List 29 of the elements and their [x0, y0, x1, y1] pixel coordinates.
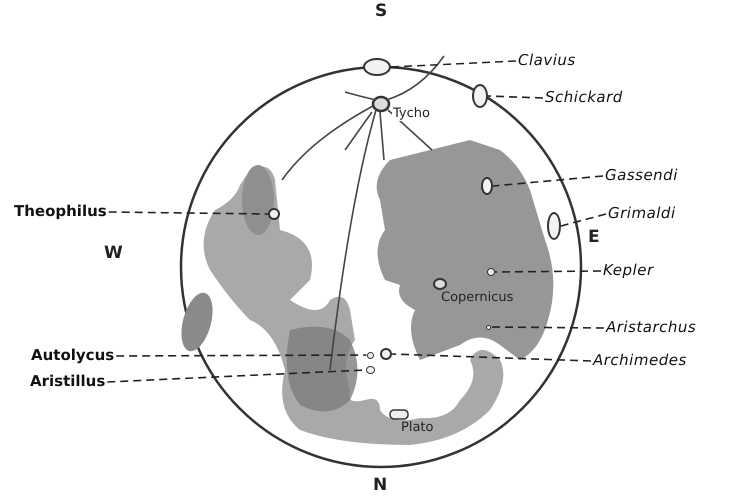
- crater-name: Plato: [401, 420, 434, 435]
- crater-name: Copernicus: [441, 290, 514, 305]
- crater-name: Theophilus: [14, 202, 107, 220]
- leader-line: [108, 211, 268, 215]
- leader-line: [492, 175, 604, 187]
- leader-line: [495, 270, 601, 273]
- crater-name: Schickard: [545, 88, 623, 106]
- leader-line: [392, 353, 592, 362]
- leader-line: [560, 213, 606, 227]
- crater-name: Autolycus: [31, 346, 114, 364]
- crater-name: Kepler: [603, 261, 654, 279]
- crater-mark: [363, 58, 391, 76]
- compass-letter: W: [104, 246, 123, 261]
- leader-line: [490, 326, 604, 329]
- leader-line: [116, 354, 366, 357]
- crater-name: Tycho: [392, 106, 431, 121]
- compass-letter: S: [375, 4, 388, 19]
- crater-name: Grimaldi: [608, 204, 676, 222]
- leader-line: [390, 60, 516, 68]
- crater-name: Aristarchus: [606, 318, 696, 336]
- crater-mark: [472, 84, 488, 108]
- compass-letter: N: [373, 478, 388, 493]
- crater-mark: [486, 324, 490, 330]
- crater-name: Clavius: [518, 51, 576, 69]
- leader-line: [488, 95, 544, 99]
- compass-letter: E: [588, 230, 600, 245]
- crater-name: Gassendi: [605, 166, 678, 184]
- crater-name: Aristillus: [30, 372, 106, 390]
- crater-name: Archimedes: [593, 351, 687, 369]
